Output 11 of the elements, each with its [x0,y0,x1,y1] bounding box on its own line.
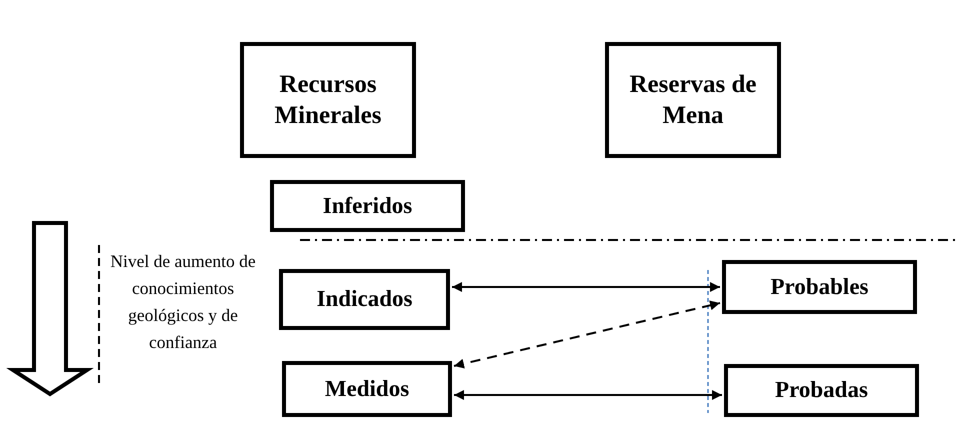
node-box: Reservas de Mena [605,42,781,158]
node-box: Recursos Minerales [240,42,416,158]
node-box: Medidos [282,361,452,417]
node-box: Inferidos [270,180,465,232]
arrow [454,300,720,369]
node-box: Indicados [279,269,450,330]
node-box: Probables [722,260,917,314]
node-box: Probadas [724,364,919,417]
arrow [454,390,722,400]
arrow [452,282,720,292]
note-text: Nivel de aumento de conocimientos geológicos y de confianza [109,250,257,354]
